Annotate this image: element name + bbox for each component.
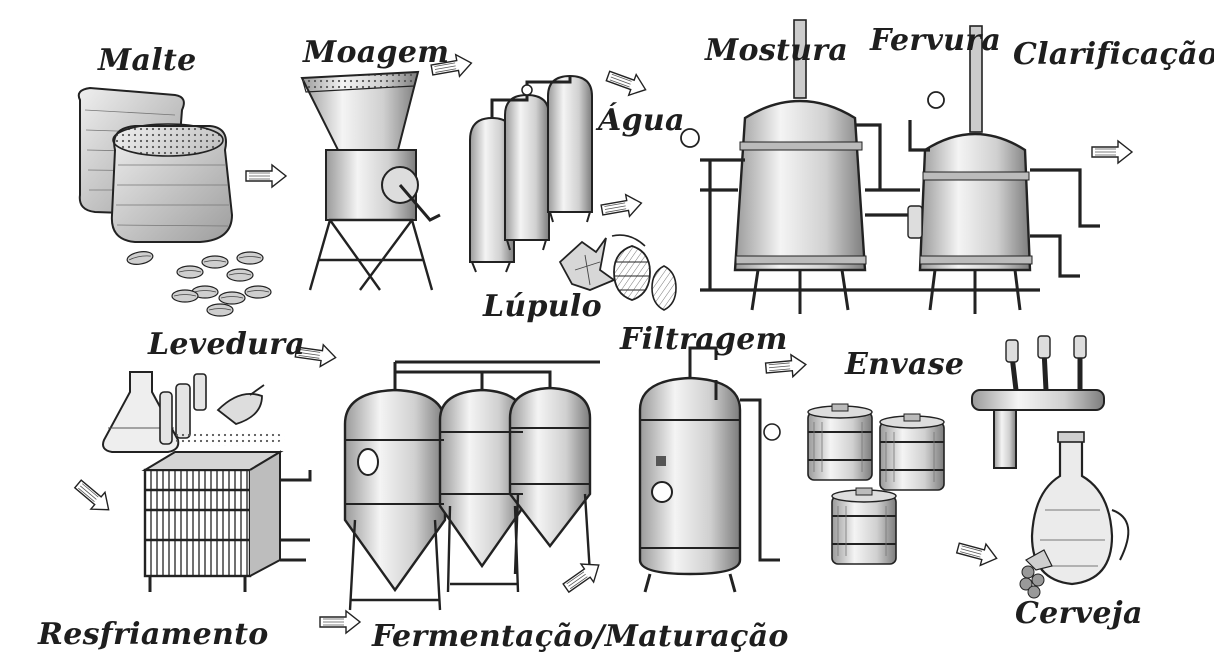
label-malte: Malte <box>98 46 197 76</box>
label-lupulo: Lúpulo <box>483 292 602 322</box>
arrow-icon <box>320 611 360 633</box>
heat-exchanger-illustration <box>145 452 310 592</box>
label-moagem: Moagem <box>303 38 449 68</box>
label-fermentacao: Fermentação/Maturação <box>372 622 789 652</box>
arrow-icon <box>1092 141 1132 163</box>
arrow-icon <box>765 354 807 379</box>
label-clarificacao: Clarificação <box>1013 40 1214 70</box>
kegs-illustration <box>808 404 944 564</box>
label-envase: Envase <box>845 350 964 380</box>
label-levedura: Levedura <box>148 330 305 360</box>
label-cerveja: Cerveja <box>1015 599 1143 629</box>
beer-tap-illustration <box>972 336 1104 468</box>
beer-bottle-illustration <box>1020 432 1128 598</box>
label-filtragem: Filtragem <box>620 325 788 355</box>
label-fervura: Fervura <box>870 26 1001 56</box>
arrow-icon <box>246 165 286 187</box>
yeast-glassware-illustration <box>103 372 286 452</box>
arrow-icon <box>955 537 999 569</box>
label-resfriamento: Resfriamento <box>38 620 269 650</box>
arrow-icon <box>71 476 116 519</box>
malt-sacks-illustration <box>79 88 232 242</box>
malt-grains-illustration <box>126 250 271 316</box>
water-tanks-illustration <box>470 76 592 272</box>
label-agua: Água <box>598 106 685 136</box>
label-mostura: Mostura <box>705 36 848 66</box>
arrow-icon <box>604 66 649 100</box>
grain-mill-illustration <box>302 72 440 290</box>
filter-tank-illustration <box>640 348 780 592</box>
arrow-icon <box>600 192 643 221</box>
fermentation-tanks-illustration <box>345 362 600 610</box>
arrow-icon <box>560 556 605 597</box>
